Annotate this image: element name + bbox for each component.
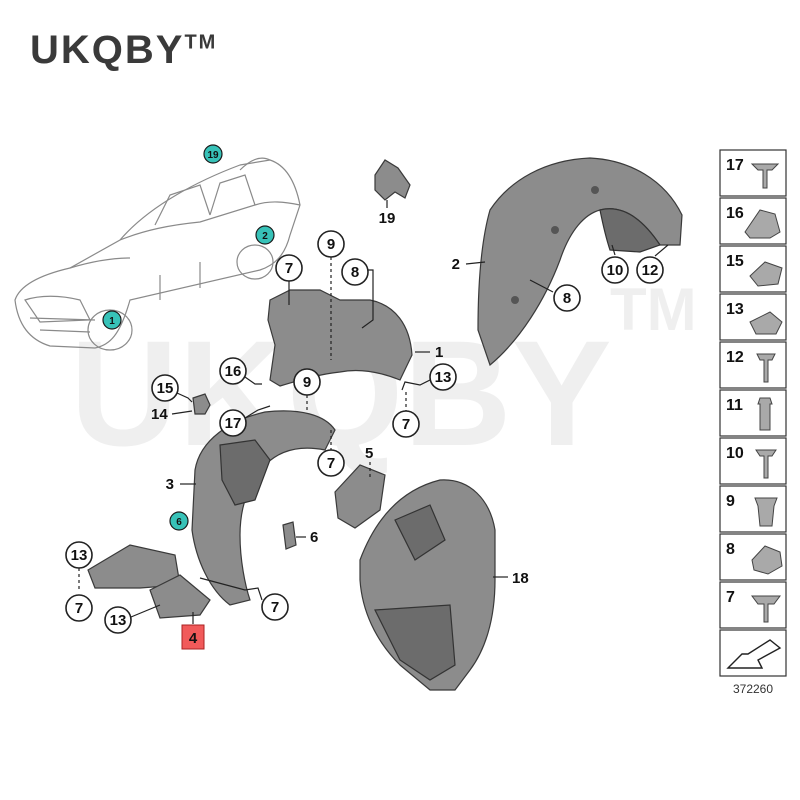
image-code: 372260 — [733, 682, 773, 696]
side-marker-6: 6 — [169, 511, 189, 531]
brand-name: UKQBY — [30, 28, 185, 72]
callout-9-mid: 9 — [303, 374, 311, 391]
callout-13-left: 13 — [71, 547, 88, 564]
callout-15-left: 15 — [157, 380, 174, 397]
callout-7-lower-left: 7 — [75, 600, 83, 617]
part-4-lower-panel — [87, 544, 211, 619]
fastener-9-label: 9 — [726, 493, 735, 510]
callout-14: 14 — [151, 406, 168, 423]
callout-4: 4 — [189, 630, 198, 647]
fastener-8-icon — [751, 545, 783, 575]
brand-trademark: TM — [184, 31, 218, 54]
fastener-16-label: 16 — [726, 205, 744, 222]
part-3-front-liner — [191, 410, 336, 606]
callout-13-upper: 13 — [435, 369, 452, 386]
side-marker-6-label: 6 — [176, 517, 182, 528]
car-marker-2: 2 — [255, 225, 275, 245]
callout-19: 19 — [379, 210, 396, 227]
car-marker-19: 19 — [203, 144, 223, 164]
highlight-part-4 — [181, 624, 205, 650]
part-5-plate — [334, 464, 386, 529]
callout-7-right: 7 — [402, 416, 410, 433]
fastener-12-label: 12 — [726, 349, 744, 366]
car-marker-19-label: 19 — [207, 150, 219, 161]
fastener-8-label: 8 — [726, 541, 735, 558]
callout-5: 5 — [365, 445, 373, 462]
callout-6: 6 — [310, 529, 318, 546]
fastener-15-icon — [749, 261, 783, 287]
callout-13-lower: 13 — [110, 612, 127, 629]
part-6-piece — [282, 521, 297, 550]
fastener-legend: 17 16 15 13 12 11 10 9 8 7 — [719, 149, 787, 677]
part-19-bracket — [374, 159, 411, 201]
callout-7-lower-right: 7 — [271, 599, 279, 616]
callout-7-top: 7 — [285, 260, 293, 277]
callout-7-center: 7 — [327, 455, 335, 472]
fastener-17-icon — [750, 163, 780, 189]
callout-16-left: 16 — [225, 363, 242, 380]
fastener-7-label: 7 — [726, 589, 735, 606]
part-14-clip — [192, 393, 211, 415]
car-outline — [14, 157, 301, 351]
fastener-17-label: 17 — [726, 157, 744, 174]
callout-3: 3 — [166, 476, 174, 493]
fastener-16-icon — [744, 209, 781, 239]
callout-12: 12 — [642, 262, 659, 279]
fastener-15-label: 15 — [726, 253, 744, 270]
fastener-10-icon — [755, 449, 777, 479]
car-marker-1-label: 1 — [109, 316, 115, 327]
callout-1: 1 — [435, 344, 443, 361]
car-marker-2-label: 2 — [262, 231, 268, 242]
fastener-11-icon — [757, 397, 773, 431]
car-marker-1: 1 — [102, 310, 122, 330]
callout-9-top: 9 — [327, 236, 335, 253]
part-18-large-liner — [359, 479, 496, 691]
part-1-upper-liner — [267, 289, 413, 387]
fastener-10-label: 10 — [726, 445, 744, 462]
callout-17-left: 17 — [225, 415, 242, 432]
direction-arrow-icon — [726, 639, 782, 669]
callout-8-top: 8 — [351, 264, 359, 281]
fastener-13-icon — [749, 311, 783, 335]
fastener-9-icon — [754, 497, 778, 527]
brand-logo: UKQBYTM — [30, 28, 217, 73]
fastener-13-label: 13 — [726, 301, 744, 318]
watermark-tm: TM — [610, 276, 697, 343]
callout-10: 10 — [607, 262, 624, 279]
fastener-7-icon — [751, 595, 781, 623]
part-2-wheel-arch-liner — [477, 157, 683, 367]
fastener-12-icon — [756, 353, 776, 383]
fastener-11-label: 11 — [726, 397, 743, 414]
callout-8-right: 8 — [563, 290, 571, 307]
callout-18: 18 — [512, 570, 529, 587]
callout-2: 2 — [452, 256, 460, 273]
